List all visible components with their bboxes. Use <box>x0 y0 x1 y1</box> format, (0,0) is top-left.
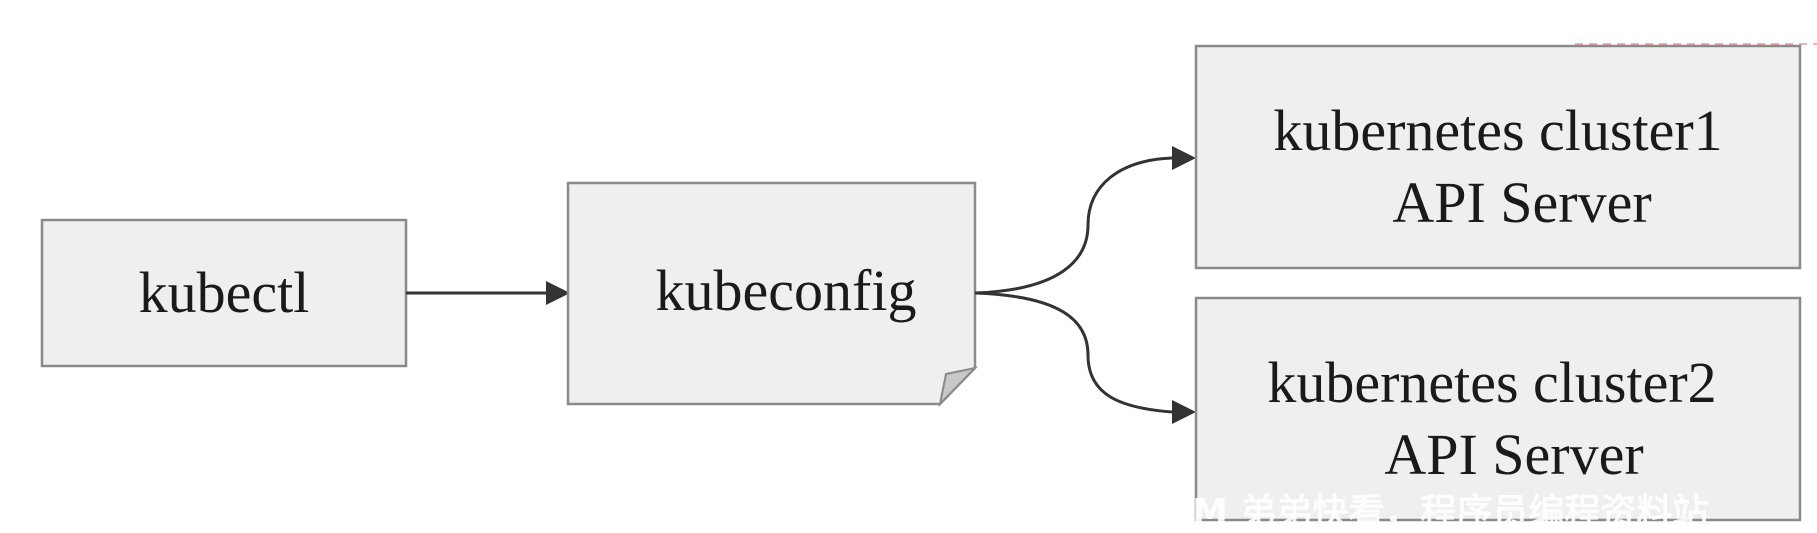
arrow-kubectl-to-kubeconfig <box>406 281 570 305</box>
watermark-text: M 弟弟快看，程序员编程资料站 <box>1192 492 1708 533</box>
arrowhead-icon <box>1172 400 1196 424</box>
arrowhead-icon <box>546 281 570 305</box>
kubectl-label: kubectl <box>139 260 310 325</box>
cluster2-node: kubernetes cluster2 API Server <box>1194 296 1802 522</box>
cluster1-node: kubernetes cluster1 API Server <box>1194 44 1802 270</box>
kubeconfig-label: kubeconfig <box>656 258 917 323</box>
kubeconfig-node: kubeconfig <box>566 181 978 408</box>
kubectl-box <box>40 218 408 368</box>
cluster2-box <box>1194 296 1802 522</box>
cluster1-subtitle: API Server <box>1392 170 1651 235</box>
cluster2-title: kubernetes cluster2 <box>1267 350 1716 415</box>
arrowhead-icon <box>1172 146 1196 170</box>
cluster1-title: kubernetes cluster1 <box>1273 98 1722 163</box>
document-fold-icon <box>938 366 978 408</box>
cluster1-box <box>1194 44 1802 270</box>
kubectl-node: kubectl <box>40 218 408 368</box>
cluster2-subtitle: API Server <box>1384 422 1643 487</box>
arrow-kubeconfig-to-cluster2 <box>974 291 1196 424</box>
arrow-kubeconfig-to-cluster1 <box>974 146 1196 295</box>
